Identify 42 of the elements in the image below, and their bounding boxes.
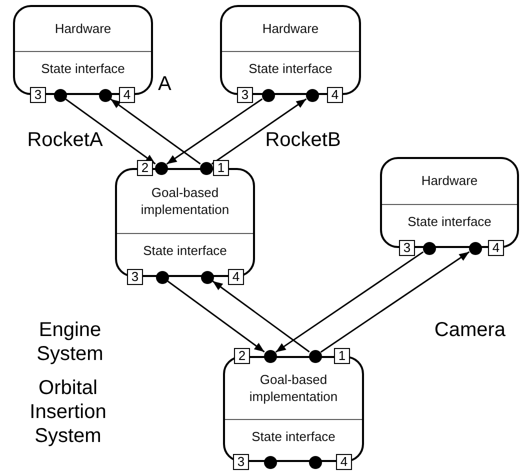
port-number: 4 [228,269,244,285]
port-number: 1 [334,348,350,364]
component-text: Hardware [420,173,479,190]
arrow [167,280,265,352]
system-label: Camera [433,318,507,342]
port-number: 3 [237,87,253,103]
port-number: 4 [488,240,504,256]
component-text: Hardware [261,20,320,38]
arrow [275,251,424,353]
arrow [212,280,310,352]
component-text: Hardware [54,20,112,38]
component-text: Goal-based implementation [140,184,230,218]
arrow [211,98,307,165]
port-number: 4 [327,87,343,103]
port-number: 3 [30,87,46,103]
component-text: Goal-based implementation [248,372,339,406]
system-label: RocketA [26,128,104,152]
component-text: State interface [406,214,492,231]
component-text: State interface [142,243,228,260]
port-number: 4 [119,87,135,103]
connection-dot [264,350,276,362]
connection-dot [200,162,212,174]
port-number: 2 [137,160,153,176]
component-text: State interface [248,61,334,78]
connection-dot [154,162,168,174]
system-label: A [158,72,172,96]
port-number: 2 [234,348,250,364]
port-number: 1 [213,160,229,176]
port-number: 3 [127,269,143,285]
component-text: State interface [40,61,126,78]
component-text: State interface [250,429,336,446]
port-number: 4 [336,454,352,470]
arrow [320,251,470,353]
arrow [65,98,156,164]
arrow [166,98,263,165]
system-label: Engine System [36,318,104,366]
system-label: RocketB [264,128,342,152]
connection-dot [308,350,322,362]
port-number: 3 [399,240,415,256]
arrow [110,98,201,164]
port-number: 3 [233,454,249,470]
system-label: Orbital Insertion System [28,376,108,448]
